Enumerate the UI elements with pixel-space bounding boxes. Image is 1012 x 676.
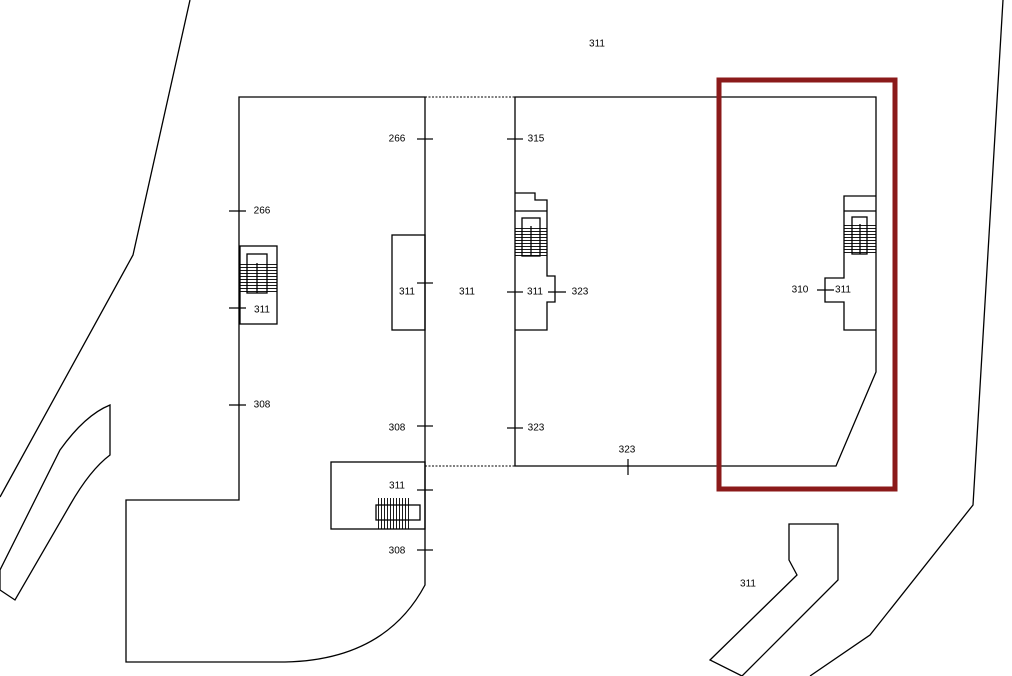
elevation-label: 311 bbox=[459, 287, 475, 298]
elevation-label: 323 bbox=[528, 423, 545, 434]
elevation-label: 311 bbox=[835, 285, 851, 296]
elevation-label: 323 bbox=[619, 445, 636, 456]
site-boundary-left bbox=[0, 0, 191, 498]
stair-left bbox=[239, 245, 278, 325]
elevation-label: 308 bbox=[389, 423, 406, 434]
selection-highlight[interactable] bbox=[716, 77, 898, 492]
elevation-label: 311 bbox=[589, 39, 605, 50]
ramp-left bbox=[0, 404, 111, 601]
elevation-label: 308 bbox=[254, 400, 271, 411]
elevation-label: 310 bbox=[792, 285, 809, 296]
stair-right bbox=[824, 195, 876, 331]
elevation-label: 315 bbox=[528, 134, 545, 145]
elevation-label: 311 bbox=[740, 579, 756, 590]
elevation-label: 311 bbox=[254, 305, 270, 316]
ramp-right bbox=[708, 523, 839, 676]
elevation-label: 311 bbox=[399, 287, 415, 298]
building-right bbox=[514, 96, 877, 467]
elevation-label: 266 bbox=[254, 206, 271, 217]
site-boundary-right bbox=[809, 0, 1004, 676]
elevation-label: 308 bbox=[389, 546, 406, 557]
stair-middle bbox=[515, 192, 556, 331]
elevation-label: 323 bbox=[572, 287, 589, 298]
building-left bbox=[125, 96, 426, 663]
elevation-label: 266 bbox=[389, 134, 406, 145]
elevation-label: 311 bbox=[389, 481, 405, 492]
stair-bottom bbox=[330, 461, 426, 530]
elevation-ticks bbox=[229, 138, 834, 551]
elevation-label: 311 bbox=[527, 287, 543, 298]
